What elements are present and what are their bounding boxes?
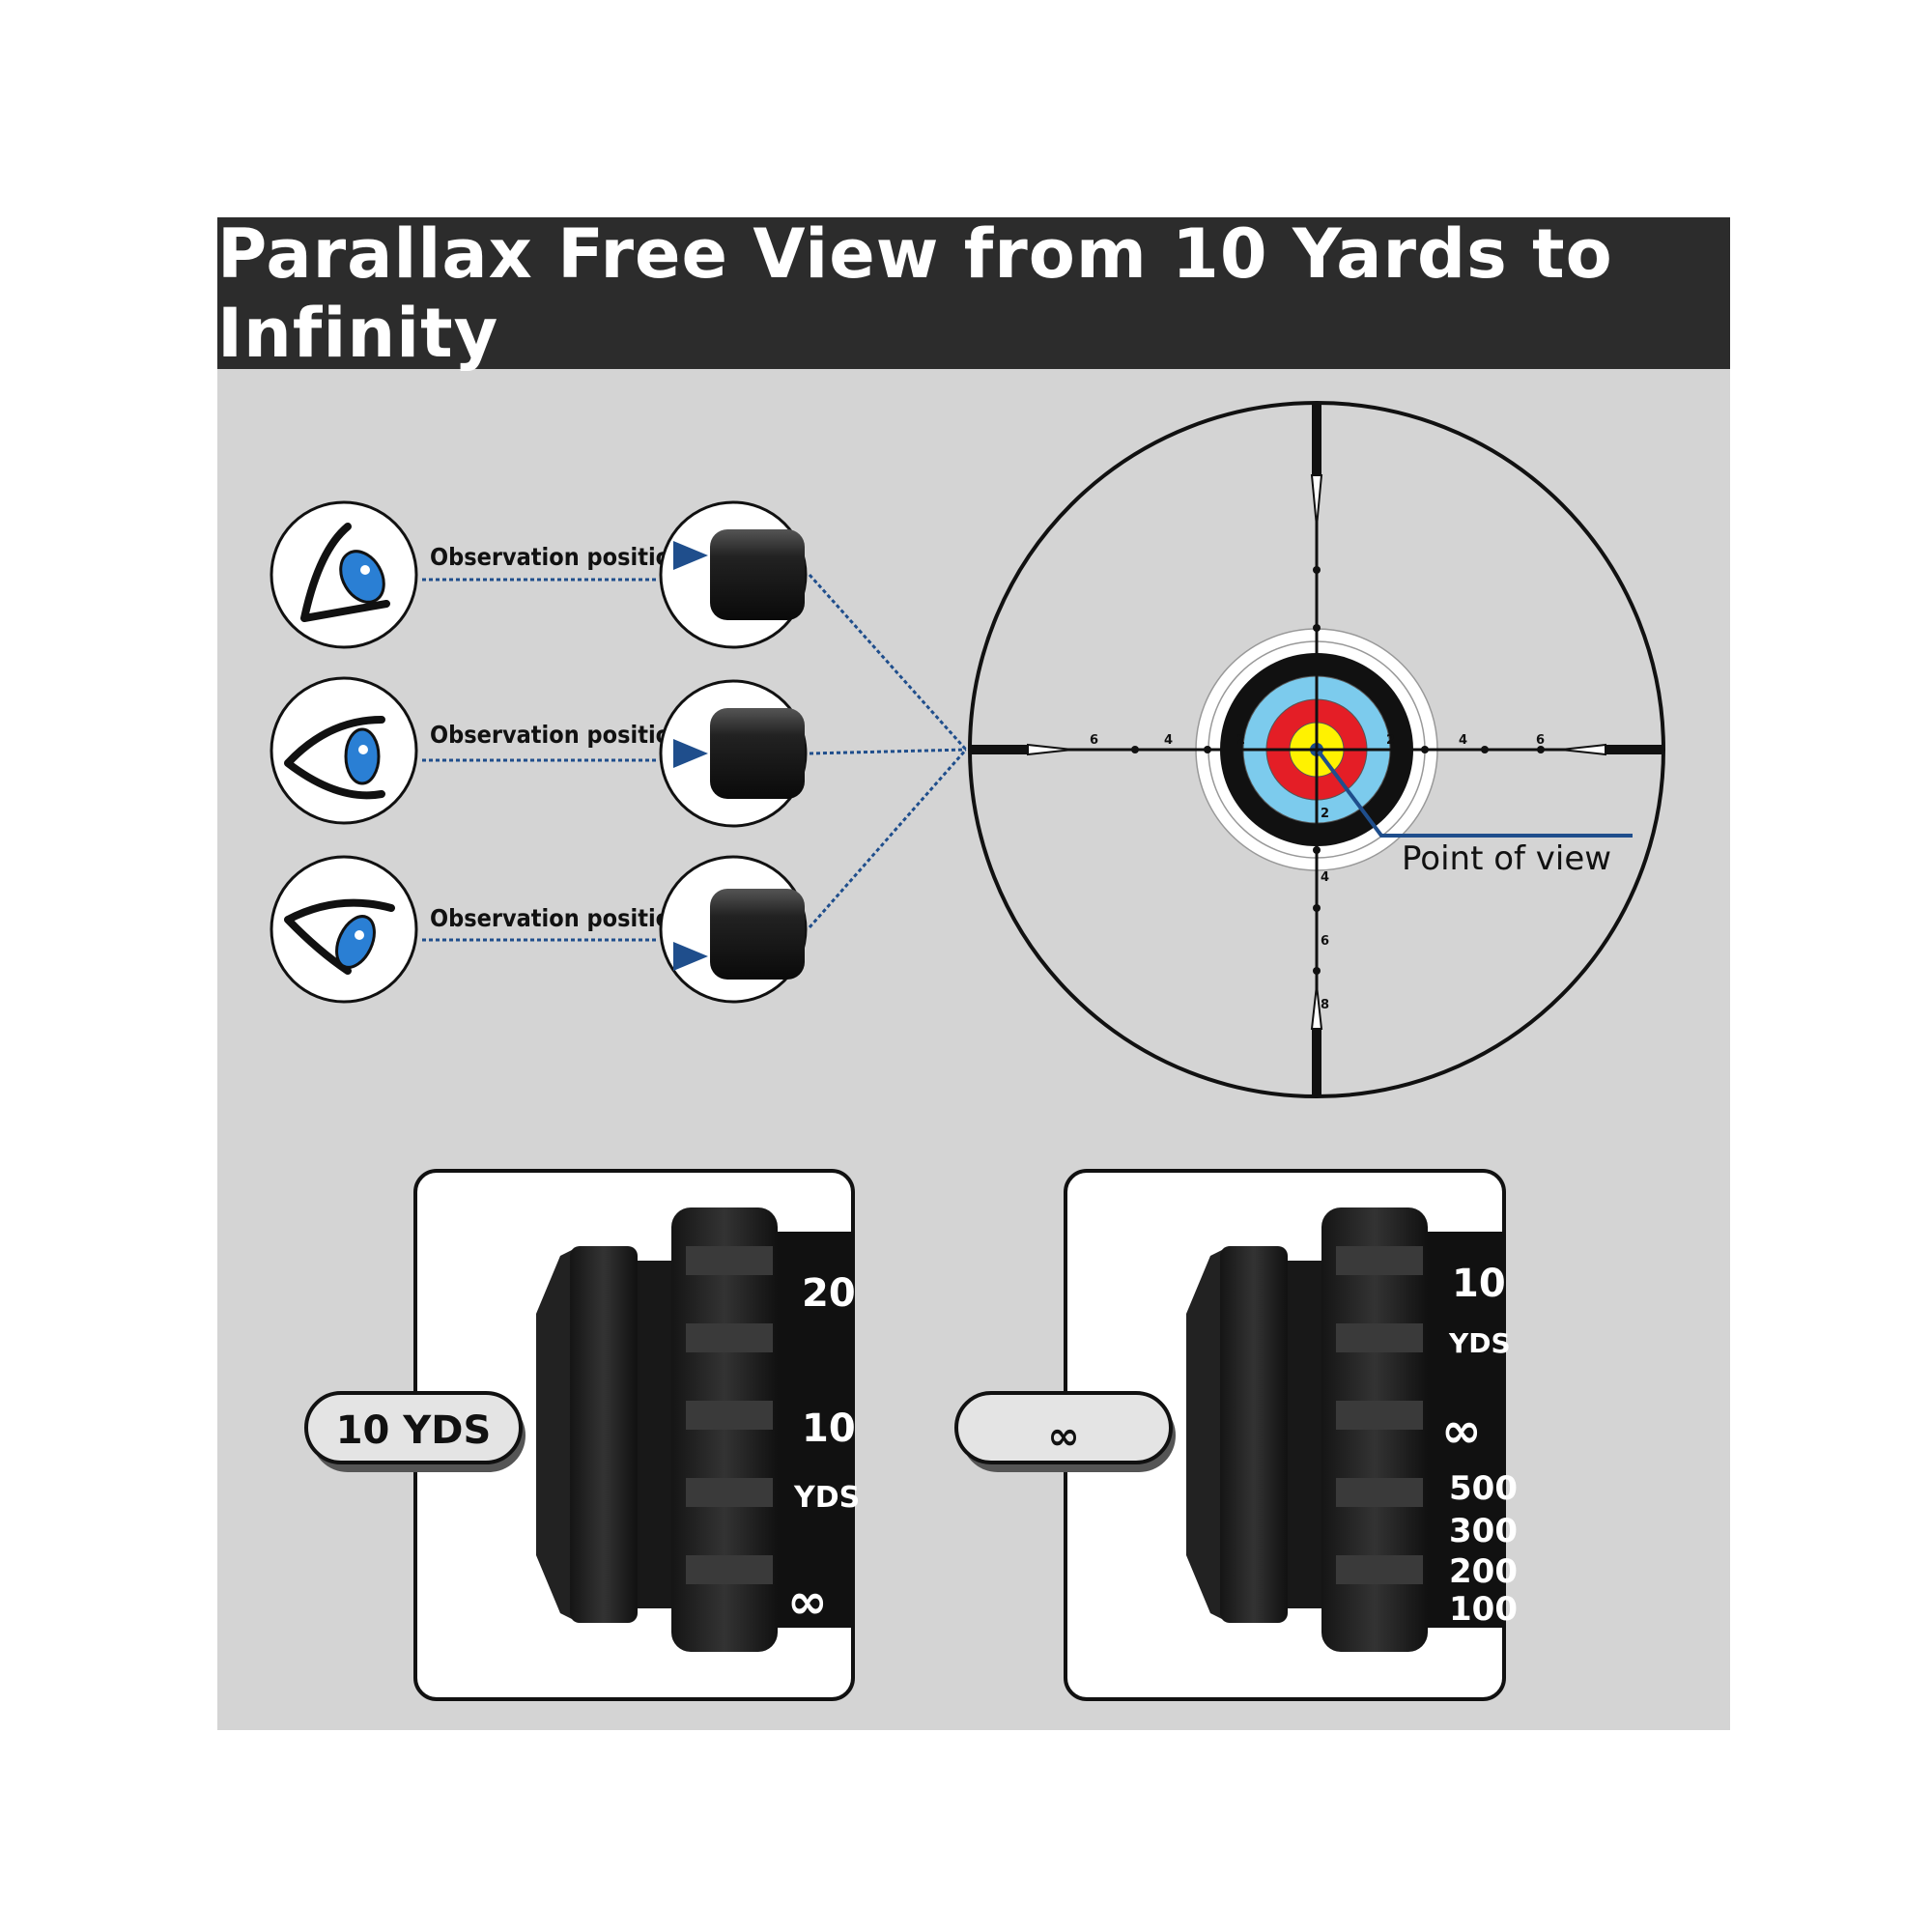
tick-label: 6 — [1321, 934, 1329, 949]
dial-mark: 200 — [1449, 1552, 1518, 1591]
pill-infinity: ∞ — [954, 1391, 1176, 1472]
tick-label: 2 — [1236, 733, 1245, 748]
tick-label: 2 — [1321, 807, 1329, 821]
scope-eyepiece-icon — [659, 855, 808, 1004]
dial-mark: YDS — [1448, 1327, 1511, 1359]
sight-lines — [422, 573, 968, 942]
eye-looking-up-icon — [300, 523, 390, 622]
page-title: Parallax Free View from 10 Yards to Infi… — [217, 214, 1730, 373]
tick-label: 8 — [1321, 998, 1329, 1012]
point-of-view-label: Point of view — [1402, 839, 1611, 878]
tick-label: 4 — [1321, 870, 1329, 885]
dial-mark: ∞ — [787, 1574, 828, 1630]
parallax-knob-image — [1186, 1208, 1502, 1652]
tick-label: 6 — [1090, 733, 1098, 748]
scope-eyepieces — [659, 500, 808, 1004]
scope-eyepiece-icon — [659, 500, 808, 649]
pill-label: ∞ — [1047, 1414, 1079, 1459]
tick-label: 6 — [1536, 733, 1545, 748]
tick-label: 2 — [1386, 733, 1395, 748]
card-infinity: 10 YDS ∞ 500 300 200 100 — [1064, 1169, 1518, 1701]
parallax-knob-image — [536, 1208, 851, 1652]
tick-label: 4 — [1164, 733, 1173, 748]
eye-looking-straight-icon — [284, 716, 385, 800]
observation-label-1: Observation position — [430, 543, 686, 571]
dial-mark: 500 — [1449, 1469, 1518, 1508]
eye-looking-down-icon — [284, 898, 395, 975]
dial-mark: 20 — [802, 1271, 856, 1316]
eye-row-3 — [270, 855, 418, 1004]
pill-10-yds: 10 YDS — [304, 1391, 526, 1472]
pill-label: 10 YDS — [336, 1408, 492, 1453]
dial-mark: 300 — [1449, 1512, 1518, 1550]
eye-row-1 — [270, 500, 418, 649]
observation-label-2: Observation position — [430, 721, 686, 749]
scope-eyepiece-icon — [659, 679, 808, 828]
reticle: 6 4 2 2 4 6 2 4 6 8 Point of view — [968, 401, 1665, 1098]
observation-label-3: Observation position — [430, 904, 686, 932]
dial-mark: 100 — [1449, 1590, 1518, 1629]
dial-mark: 10 — [1452, 1262, 1506, 1306]
tick-label: 4 — [1459, 733, 1467, 748]
dial-mark: YDS — [793, 1481, 860, 1515]
dial-mark: ∞ — [1441, 1403, 1482, 1459]
eye-row-2 — [270, 676, 418, 825]
dial-mark: 10 — [802, 1406, 856, 1451]
card-10-yds: 20 10 YDS ∞ — [413, 1169, 860, 1701]
